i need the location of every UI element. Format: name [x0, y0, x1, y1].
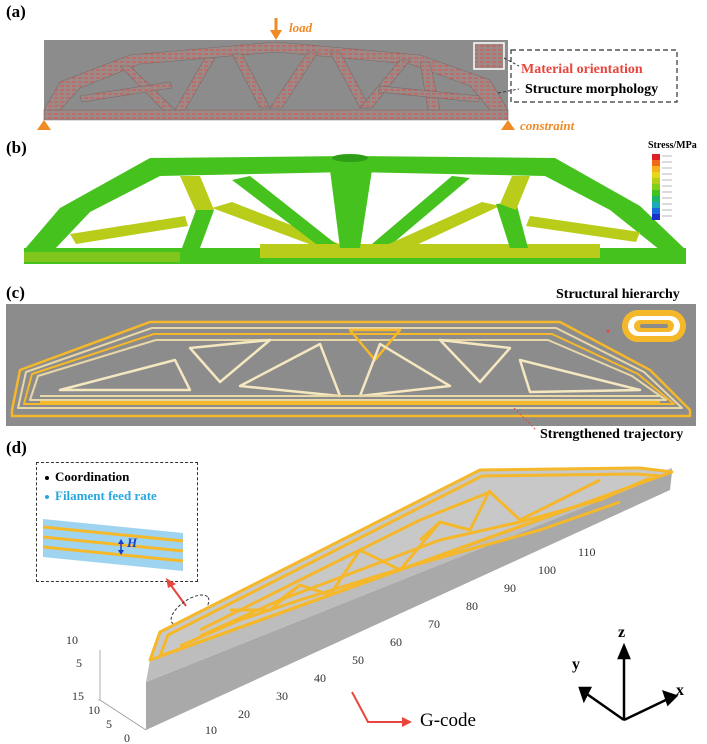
svg-text:5: 5 [106, 717, 112, 731]
printed-trajectories [148, 466, 674, 662]
svg-text:70: 70 [428, 617, 440, 631]
svg-text:110: 110 [578, 545, 596, 559]
load-label: load [289, 20, 313, 35]
svg-text:10: 10 [66, 633, 78, 647]
feed-rate-bullet [45, 495, 49, 499]
strengthened-trajectory-label: Strengthened trajectory [540, 427, 684, 442]
svg-text:60: 60 [390, 635, 402, 649]
gcode-label: G-code [420, 710, 476, 731]
gcode-3d-plot: 10 20 30 40 50 60 70 80 90 100 110 0 5 1… [66, 466, 679, 744]
svg-text:30: 30 [276, 689, 288, 703]
panel-b-figure [24, 154, 686, 264]
svg-text:20: 20 [238, 707, 250, 721]
constraint-left [37, 120, 51, 130]
filament-cross-section [43, 519, 184, 571]
stress-legend [652, 154, 672, 220]
toolpath-trajectories [10, 320, 692, 418]
svg-text:80: 80 [466, 599, 478, 613]
truss-morphology [43, 41, 509, 121]
x-axis-ticks: 10 20 30 40 50 60 70 80 90 100 110 [205, 545, 596, 737]
panel-c-figure [6, 304, 696, 430]
panel-a-label: (a) [6, 2, 26, 21]
layer-height-label: H [127, 535, 138, 550]
axis-x-label: x [676, 682, 684, 699]
material-orientation-label: Material orientation [521, 62, 643, 77]
constraint-label: constraint [520, 118, 575, 133]
svg-text:40: 40 [314, 671, 326, 685]
structural-hierarchy-capsule [622, 310, 686, 342]
gcode-arrow [351, 691, 412, 727]
callout-box [510, 49, 678, 103]
panel-a-figure [37, 18, 678, 130]
coordinate-axes [578, 642, 679, 722]
feed-rate-label: Filament feed rate [55, 488, 157, 503]
svg-text:10: 10 [205, 723, 217, 737]
svg-text:5: 5 [76, 656, 82, 670]
structure-morphology-label: Structure morphology [525, 82, 659, 97]
yz-axis-ticks: 0 5 10 15 5 10 [66, 633, 130, 744]
constraint-right [501, 120, 515, 130]
panel-b-label: (b) [6, 138, 27, 157]
orientation-inset [473, 42, 505, 70]
svg-text:100: 100 [538, 563, 556, 577]
load-arrow [270, 18, 282, 40]
coordination-bullet [45, 476, 49, 480]
svg-text:10: 10 [88, 703, 100, 717]
coordination-label: Coordination [55, 469, 130, 484]
svg-text:15: 15 [72, 689, 84, 703]
feed-rate-inset: Coordination Filament feed rate H [36, 462, 198, 582]
structural-hierarchy-label: Structural hierarchy [556, 287, 680, 302]
svg-text:90: 90 [504, 581, 516, 595]
panel-d-label: (d) [6, 438, 27, 457]
axis-z-label: z [618, 624, 626, 641]
stress-legend-title: Stress/MPa [648, 140, 697, 151]
svg-text:0: 0 [124, 731, 130, 744]
axis-y-label: y [572, 656, 580, 673]
svg-text:50: 50 [352, 653, 364, 667]
panel-c-label: (c) [6, 283, 25, 302]
